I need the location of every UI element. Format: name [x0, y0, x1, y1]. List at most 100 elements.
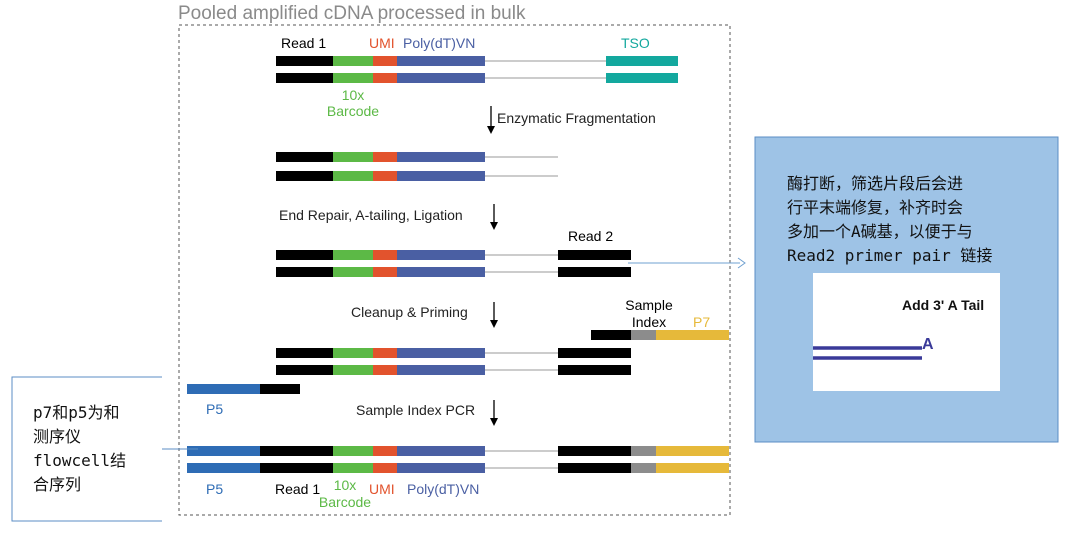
step-ligation: End Repair, A-tailing, Ligation — [279, 207, 463, 223]
diagram-title: Pooled amplified cDNA processed in bulk — [178, 3, 526, 24]
umi-label-bottom: UMI — [369, 481, 395, 497]
left-note-line3: flowcell结 — [33, 451, 126, 470]
a-tail-title: Add 3' A Tail — [902, 297, 984, 313]
left-note-line2: 测序仪 — [33, 427, 81, 446]
umi-segment — [373, 250, 397, 260]
final-library-group — [187, 446, 729, 473]
right-note-line4: Read2 primer pair 链接 — [787, 246, 992, 265]
sample-index-segment — [631, 463, 656, 473]
read1-label: Read 1 — [281, 35, 326, 51]
read1-segment — [276, 267, 333, 277]
cdna-molecule-group — [276, 56, 678, 83]
polydt-label: Poly(dT)VN — [403, 35, 475, 51]
ligated-molecule-group — [276, 250, 631, 277]
polydt-segment — [397, 152, 485, 162]
read1-label-bottom: Read 1 — [275, 481, 320, 497]
barcode-segment — [333, 250, 373, 260]
step-arrowhead — [490, 418, 498, 426]
umi-label: UMI — [369, 35, 395, 51]
step-arrowhead — [490, 222, 498, 230]
read1-primer-segment — [260, 384, 300, 394]
primed-molecule-group — [276, 348, 631, 375]
barcode-segment — [333, 56, 373, 66]
read2-primer-segment — [591, 330, 631, 340]
barcode-segment — [333, 348, 373, 358]
umi-segment — [373, 463, 397, 473]
read1-segment — [276, 250, 333, 260]
p5-segment — [187, 446, 260, 456]
tso-segment — [606, 73, 678, 83]
polydt-segment — [397, 365, 485, 375]
right-callout-arrowhead — [737, 257, 746, 269]
right-note-line1: 酶打断，筛选片段后会进 — [787, 174, 963, 193]
umi-segment — [373, 171, 397, 181]
read1-segment — [260, 463, 333, 473]
step-arrowhead — [487, 126, 495, 134]
barcode-label-line2: Barcode — [327, 103, 379, 119]
read2-segment — [558, 365, 631, 375]
umi-segment — [373, 267, 397, 277]
left-note-line4: 合序列 — [33, 475, 81, 494]
left-note-line1: p7和p5为和 — [33, 403, 120, 422]
read2-segment — [558, 463, 631, 473]
barcode-segment — [333, 267, 373, 277]
barcode-segment — [333, 171, 373, 181]
bulk-processing-frame — [178, 24, 731, 516]
a-tail-inset — [813, 273, 1000, 391]
read1-segment — [276, 73, 333, 83]
p7-segment — [656, 330, 729, 340]
right-note-line2: 行平末端修复，补齐时会 — [787, 198, 963, 217]
polydt-segment — [397, 267, 485, 277]
p5-primer — [187, 384, 300, 394]
read1-segment — [276, 152, 333, 162]
umi-segment — [373, 56, 397, 66]
read1-segment — [276, 365, 333, 375]
umi-segment — [373, 73, 397, 83]
sample-index-primer — [591, 330, 729, 340]
polydt-segment — [397, 73, 485, 83]
sample-index-label-line2: Index — [632, 314, 666, 330]
right-note-line3: 多加一个A碱基，以便于与 — [787, 222, 973, 241]
umi-segment — [373, 365, 397, 375]
read2-segment — [558, 250, 631, 260]
polydt-segment — [397, 446, 485, 456]
sample-index-segment — [631, 446, 656, 456]
read2-label: Read 2 — [568, 228, 613, 244]
barcode-segment — [333, 152, 373, 162]
read1-segment — [276, 56, 333, 66]
barcode-segment — [333, 73, 373, 83]
barcode-label-bottom-line2: Barcode — [319, 494, 371, 510]
polydt-segment — [397, 463, 485, 473]
read2-segment — [558, 348, 631, 358]
step-fragmentation: Enzymatic Fragmentation — [497, 110, 656, 126]
sample-index-segment — [631, 330, 656, 340]
polydt-segment — [397, 56, 485, 66]
barcode-segment — [333, 463, 373, 473]
a-tail-letter: A — [922, 336, 934, 353]
read1-segment — [260, 446, 333, 456]
p5-label-upper: P5 — [206, 401, 223, 417]
barcode-label-bottom-line1: 10x — [334, 477, 357, 493]
fragmented-molecule-group — [276, 152, 558, 181]
p7-segment — [656, 463, 729, 473]
read2-segment — [558, 267, 631, 277]
umi-segment — [373, 446, 397, 456]
read2-segment — [558, 446, 631, 456]
p5-segment — [187, 384, 260, 394]
sample-index-label-line1: Sample — [625, 297, 673, 313]
polydt-segment — [397, 171, 485, 181]
barcode-segment — [333, 365, 373, 375]
p5-segment — [187, 463, 260, 473]
p5-label-bottom: P5 — [206, 481, 223, 497]
polydt-label-bottom: Poly(dT)VN — [407, 481, 479, 497]
polydt-segment — [397, 348, 485, 358]
step-cleanup: Cleanup & Priming — [351, 304, 468, 320]
p7-label: P7 — [693, 314, 710, 330]
step-pcr: Sample Index PCR — [356, 402, 475, 418]
barcode-label-line1: 10x — [342, 87, 365, 103]
barcode-segment — [333, 446, 373, 456]
polydt-segment — [397, 250, 485, 260]
read1-segment — [276, 348, 333, 358]
umi-segment — [373, 348, 397, 358]
